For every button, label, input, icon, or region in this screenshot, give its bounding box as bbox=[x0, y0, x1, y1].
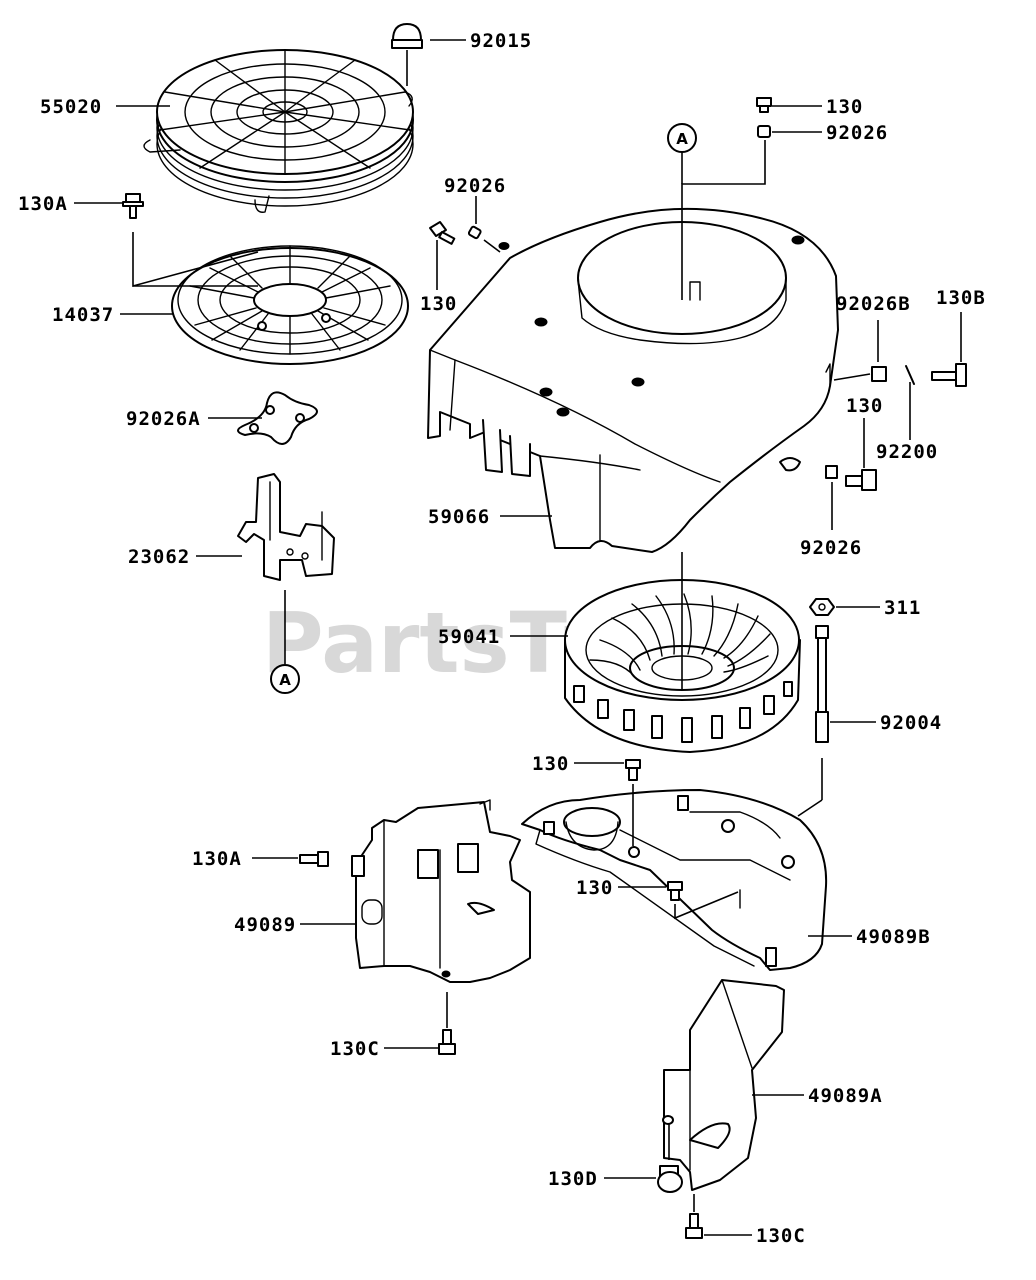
plate-92026A[interactable] bbox=[237, 391, 318, 445]
cooling-fan-59041[interactable] bbox=[564, 552, 801, 753]
label-59066: 59066 bbox=[428, 506, 490, 528]
bolt-130-lower[interactable] bbox=[667, 881, 739, 920]
bolt-130A-bottom[interactable] bbox=[299, 851, 329, 867]
label-92026B: 92026B bbox=[836, 293, 911, 315]
label-130-lower: 130 bbox=[576, 877, 613, 899]
label-23062: 23062 bbox=[128, 546, 190, 568]
label-130D: 130D bbox=[548, 1168, 598, 1190]
label-92026A: 92026A bbox=[126, 408, 201, 430]
label-130B: 130B bbox=[936, 287, 986, 309]
baffle-49089B[interactable] bbox=[521, 789, 828, 971]
fan-cover-14037[interactable] bbox=[171, 245, 409, 365]
label-55020: 55020 bbox=[40, 96, 102, 118]
label-130-topright: 130 bbox=[826, 96, 863, 118]
marker-A-left: A bbox=[270, 664, 300, 694]
bolt-130B[interactable] bbox=[931, 312, 967, 387]
svg-text:A: A bbox=[279, 671, 291, 689]
label-130A-bottom: 130A bbox=[192, 848, 242, 870]
label-92026-bottom: 92026 bbox=[800, 537, 862, 559]
label-130C-bottom: 130C bbox=[756, 1225, 806, 1247]
label-311: 311 bbox=[884, 597, 921, 619]
label-130-right: 130 bbox=[846, 395, 883, 417]
label-92026-topright: 92026 bbox=[826, 122, 888, 144]
label-14037: 14037 bbox=[52, 304, 114, 326]
label-92026-left: 92026 bbox=[444, 175, 506, 197]
label-49089B: 49089B bbox=[856, 926, 931, 948]
collar-92026-left[interactable] bbox=[467, 196, 501, 253]
label-130-left: 130 bbox=[420, 293, 457, 315]
collar-92026-bottom[interactable] bbox=[825, 465, 838, 530]
nut-311[interactable] bbox=[809, 598, 835, 616]
svg-text:A: A bbox=[676, 130, 688, 148]
pin-92200[interactable] bbox=[905, 365, 915, 440]
bolt-130-mid[interactable] bbox=[625, 759, 641, 846]
label-130C-left: 130C bbox=[330, 1038, 380, 1060]
label-92004: 92004 bbox=[880, 712, 942, 734]
label-59041: 59041 bbox=[438, 626, 500, 648]
bolt-130-left[interactable] bbox=[429, 221, 456, 290]
baffle-49089A[interactable] bbox=[662, 979, 785, 1191]
label-49089: 49089 bbox=[234, 914, 296, 936]
grille-screen-55020[interactable] bbox=[143, 49, 414, 213]
bolt-130A-top[interactable] bbox=[122, 193, 259, 288]
collar-92026B[interactable] bbox=[833, 320, 887, 382]
label-92200: 92200 bbox=[876, 441, 938, 463]
label-49089A: 49089A bbox=[808, 1085, 883, 1107]
bolt-130C-left[interactable] bbox=[438, 992, 456, 1055]
label-130A-top: 130A bbox=[18, 193, 68, 215]
blower-housing-59066[interactable] bbox=[427, 207, 839, 553]
collar-92026-topright[interactable] bbox=[681, 125, 771, 300]
nut-130D[interactable] bbox=[657, 1124, 683, 1193]
bracket-23062[interactable] bbox=[237, 473, 335, 581]
marker-A-top: A bbox=[667, 123, 697, 184]
label-130-mid: 130 bbox=[532, 753, 569, 775]
cap-nut-92015[interactable] bbox=[391, 23, 423, 86]
bolt-130-right[interactable] bbox=[845, 418, 877, 491]
bolt-130C-bottom[interactable] bbox=[685, 1194, 703, 1239]
label-92015: 92015 bbox=[470, 30, 532, 52]
bolt-130-topright[interactable] bbox=[756, 97, 772, 113]
stud-92004[interactable] bbox=[797, 625, 829, 817]
baffle-49089[interactable] bbox=[351, 799, 531, 983]
